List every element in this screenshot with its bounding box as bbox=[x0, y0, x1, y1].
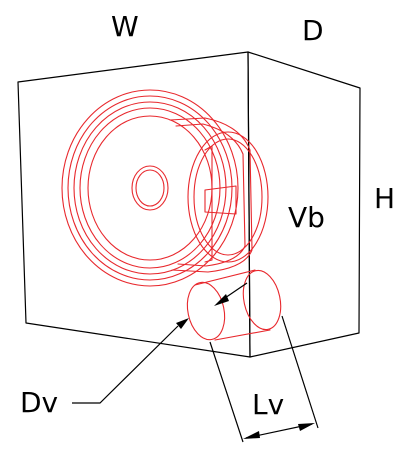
dv-leader-arrow bbox=[176, 318, 189, 329]
speaker-basket-inner bbox=[175, 123, 246, 267]
speaker-basket bbox=[169, 117, 253, 273]
speaker-magnet bbox=[187, 131, 269, 263]
speaker-outer-ring bbox=[61, 89, 239, 287]
speaker-dust-cap-outer bbox=[131, 165, 169, 211]
dimension-lines bbox=[72, 282, 319, 443]
dv-inner-arrow bbox=[214, 294, 229, 306]
vent-tube-body bbox=[194, 269, 271, 341]
vent-back-opening bbox=[242, 269, 282, 331]
lv-arrow-right bbox=[298, 423, 315, 431]
speaker-ring-4 bbox=[79, 107, 221, 269]
vent-port bbox=[186, 269, 282, 341]
label-lv: Lv bbox=[252, 388, 284, 421]
label-vb: Vb bbox=[288, 201, 325, 234]
speaker-ring-3 bbox=[73, 101, 227, 275]
lv-extension-left bbox=[209, 341, 244, 443]
lv-arrow-left bbox=[243, 431, 260, 439]
speaker-dust-cap bbox=[135, 169, 165, 207]
speaker-ring-2 bbox=[67, 95, 233, 281]
speaker-magnet-inner bbox=[193, 138, 263, 256]
speaker-cone bbox=[87, 115, 213, 261]
lv-extension-right bbox=[281, 315, 319, 429]
label-h: H bbox=[374, 182, 395, 215]
label-w: W bbox=[111, 10, 139, 43]
label-dv: Dv bbox=[20, 386, 58, 419]
dv-leader-line bbox=[72, 325, 179, 404]
speaker-driver bbox=[61, 89, 269, 287]
vent-front-opening bbox=[186, 281, 226, 341]
label-d: D bbox=[302, 14, 324, 47]
